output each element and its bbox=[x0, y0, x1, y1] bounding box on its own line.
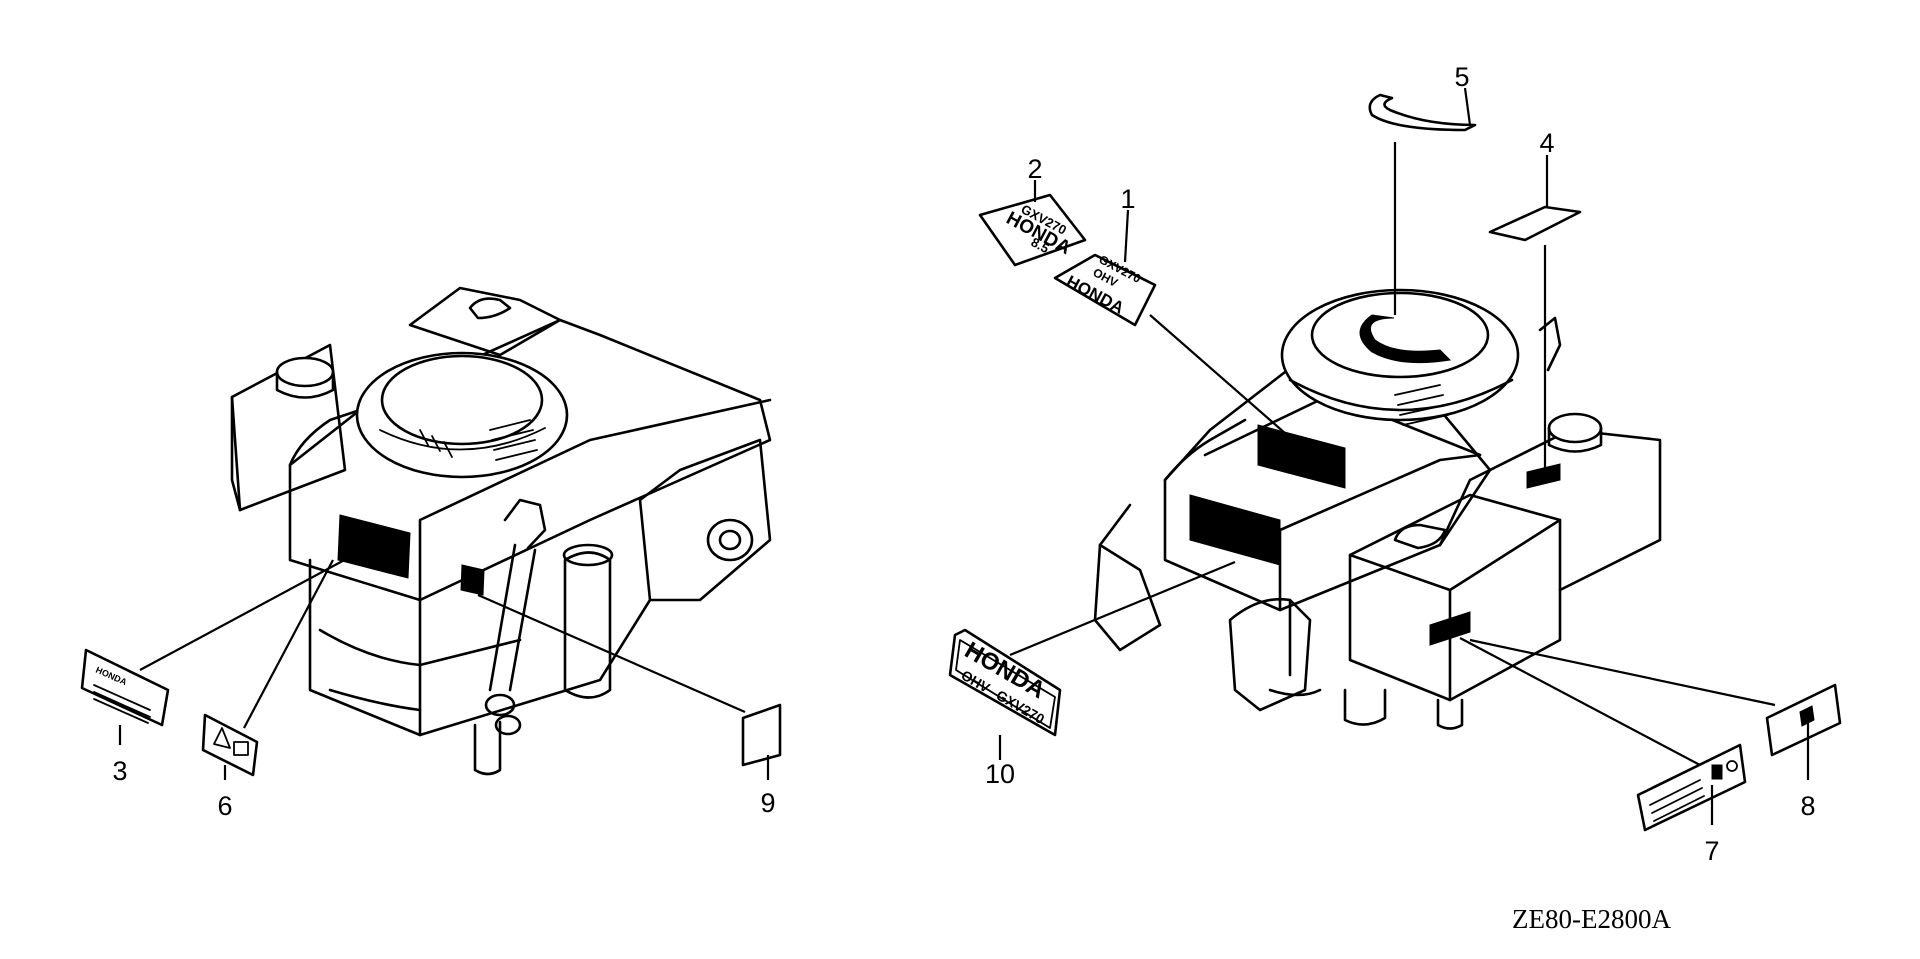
callout-8: 8 bbox=[1800, 791, 1815, 821]
callout-6: 6 bbox=[217, 791, 232, 821]
left-engine-illustration bbox=[230, 286, 772, 776]
callout-7: 7 bbox=[1704, 836, 1719, 866]
diagram-code: ZE80-E2800A bbox=[1512, 904, 1671, 934]
decal-8 bbox=[1765, 683, 1842, 757]
callout-10: 10 bbox=[985, 759, 1015, 789]
callout-1: 1 bbox=[1120, 184, 1135, 214]
decal-6 bbox=[201, 713, 259, 777]
callout-2: 2 bbox=[1027, 154, 1042, 184]
callout-numbers: 1 2 3 4 5 6 7 8 9 10 bbox=[112, 62, 1815, 866]
right-leader-lines bbox=[1009, 142, 1776, 766]
callout-ticks bbox=[118, 87, 1810, 825]
decal-2-rating: 8.5 bbox=[1029, 234, 1052, 256]
decal-7 bbox=[1636, 743, 1747, 832]
decal-10: HONDA OHV GXV270 bbox=[948, 628, 1062, 737]
decal-5 bbox=[1368, 93, 1477, 132]
decal-1: GXV270 OHV HONDA bbox=[1053, 252, 1157, 327]
decal-4 bbox=[1488, 205, 1582, 242]
callout-5: 5 bbox=[1454, 62, 1469, 92]
callout-3: 3 bbox=[112, 756, 127, 786]
left-leader-lines bbox=[139, 556, 746, 729]
decal-3: HONDA bbox=[80, 648, 170, 727]
callout-9: 9 bbox=[760, 788, 775, 818]
callout-4: 4 bbox=[1539, 128, 1554, 158]
decal-2: GXV270 HONDA 8.5 bbox=[978, 193, 1087, 267]
decal-9 bbox=[741, 703, 782, 767]
